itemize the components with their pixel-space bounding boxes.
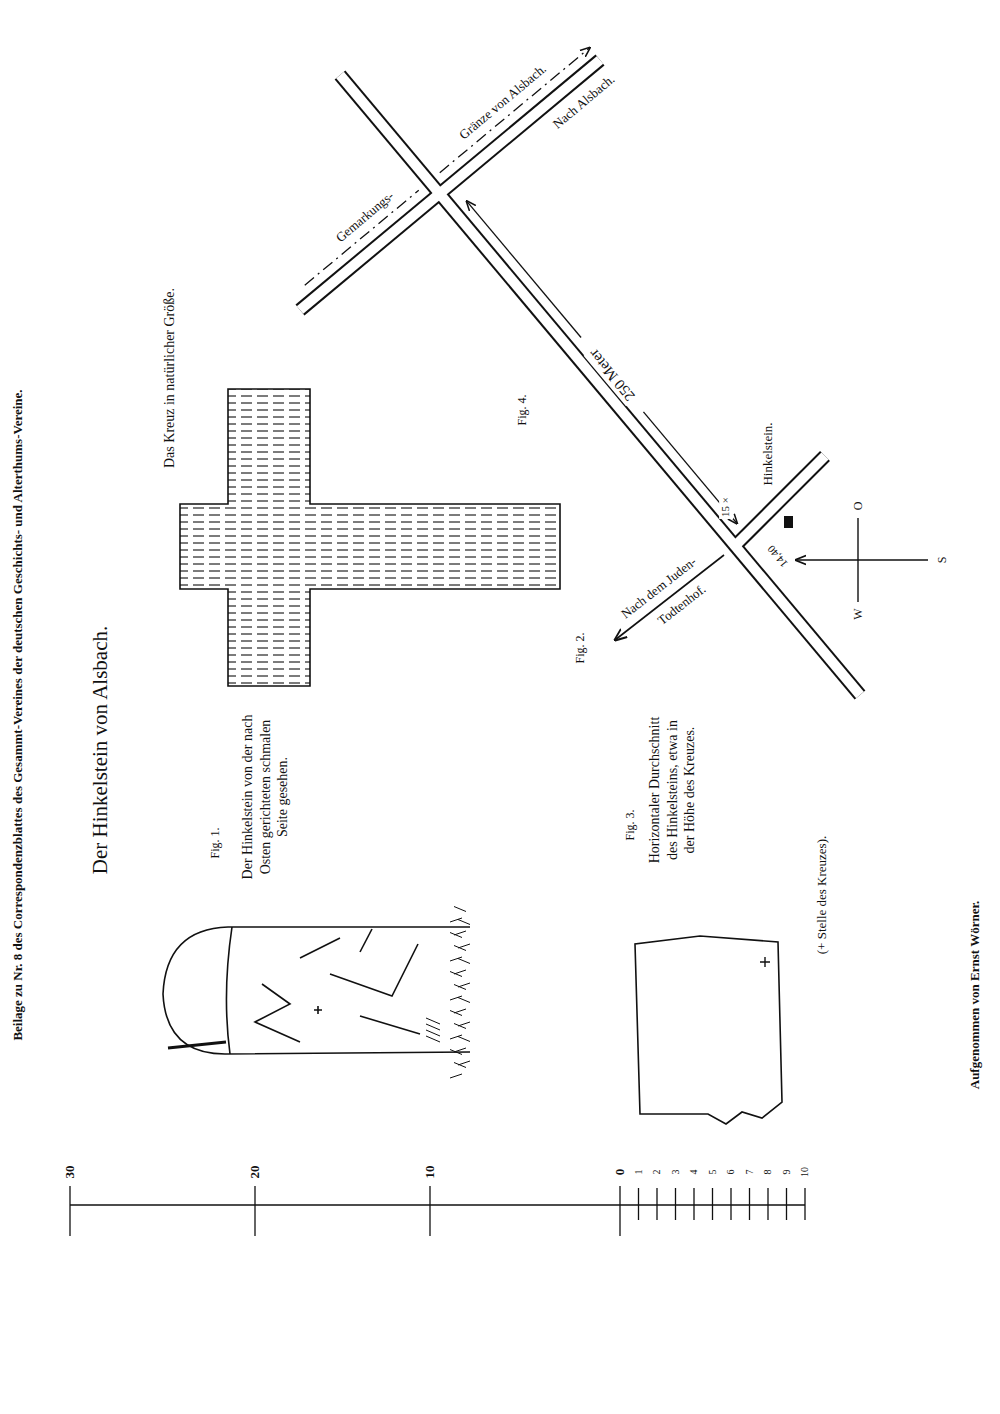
grass-stroke: [458, 944, 470, 948]
dimension-line: [643, 412, 737, 524]
scale-number: 7: [743, 1168, 756, 1177]
map-label: Gränze von Alsbach.: [454, 60, 551, 145]
road-map: [300, 60, 860, 695]
figure-caption: Der Hinkelstein von der nach Osten geric…: [239, 713, 292, 882]
grass-stroke: [450, 918, 462, 922]
scale-tick: [638, 1188, 639, 1220]
scale-tick: [749, 1188, 750, 1220]
map-label: Hinkelstein.: [760, 420, 776, 487]
grass-stroke: [458, 983, 470, 987]
scale-number: 10: [799, 1165, 812, 1179]
grass-stroke: [458, 1037, 470, 1042]
figure-caption: Horizontaler Durchschnitt des Hinkelstei…: [646, 708, 699, 872]
grass-stroke: [450, 1035, 462, 1039]
compass-letter: W: [851, 606, 866, 621]
scale-number: 0: [612, 1167, 628, 1178]
scale-number: 5: [706, 1168, 719, 1177]
scale-tick: [675, 1188, 676, 1220]
scale-tick: [730, 1188, 731, 1220]
grass-stroke: [454, 1009, 466, 1013]
grass-stroke: [458, 1022, 470, 1026]
scale-tick: [786, 1188, 787, 1220]
section-outline: [635, 936, 782, 1124]
grass: [450, 907, 470, 1079]
scale-number: 20: [247, 1164, 263, 1181]
scale-tick: [712, 1188, 713, 1220]
page-header: Beilage zu Nr. 8 des Correspondenzblatte…: [10, 387, 26, 1042]
grass-stroke: [458, 998, 470, 1003]
figure-number: Fig. 1.: [208, 825, 223, 860]
author-credit: Aufgenommen von Ernst Wörner.: [967, 899, 983, 1092]
grass-stroke: [454, 907, 466, 912]
dimension-line: [467, 201, 581, 337]
grass-stroke: [454, 931, 466, 935]
scale-tick: [767, 1188, 768, 1220]
grass-stroke: [450, 957, 462, 961]
cross-mark: [760, 957, 770, 967]
compass-letter: O: [851, 500, 866, 513]
compass: [796, 518, 928, 602]
figure-number: Fig. 4.: [515, 392, 530, 427]
grass-stroke: [454, 970, 466, 974]
note: (+ Stelle des Kreuzes).: [814, 834, 830, 957]
page-title: Der Hinkelstein von Alsbach.: [87, 624, 113, 876]
scale-number: 2: [651, 1168, 664, 1177]
cross-figure: [180, 389, 560, 686]
scale-tick: [693, 1188, 694, 1220]
scale-bar: [70, 1186, 805, 1236]
figure-caption: Das Kreuz in natürlicher Größe.: [161, 286, 179, 470]
scale-number: 4: [688, 1168, 701, 1177]
figure-number: Fig. 3.: [623, 807, 638, 842]
grass-stroke: [458, 959, 470, 964]
scale-number: 6: [725, 1168, 738, 1177]
figure-number: Fig. 2.: [573, 630, 588, 665]
grass-stroke: [458, 920, 470, 925]
compass-letter: S: [935, 555, 950, 566]
scale-number: 9: [780, 1168, 793, 1177]
dimension-label: 14,40: [763, 541, 792, 572]
stone-drawing: [163, 927, 470, 1054]
scale-number: 8: [762, 1168, 775, 1177]
grass-stroke: [458, 1061, 470, 1065]
scale-tick: [656, 1188, 657, 1220]
stone-marker: [784, 516, 793, 528]
grass-stroke: [450, 1074, 462, 1078]
scale-number: 10: [422, 1164, 438, 1181]
scale-number: 3: [669, 1168, 682, 1177]
boundary-line: [305, 190, 419, 285]
scale-number: 30: [62, 1164, 78, 1181]
grass-stroke: [450, 996, 462, 1000]
dimension-label: 15 ×: [719, 495, 733, 519]
scale-tick: [804, 1188, 805, 1220]
scale-number: 1: [632, 1168, 645, 1177]
grass-stroke: [454, 1048, 466, 1052]
